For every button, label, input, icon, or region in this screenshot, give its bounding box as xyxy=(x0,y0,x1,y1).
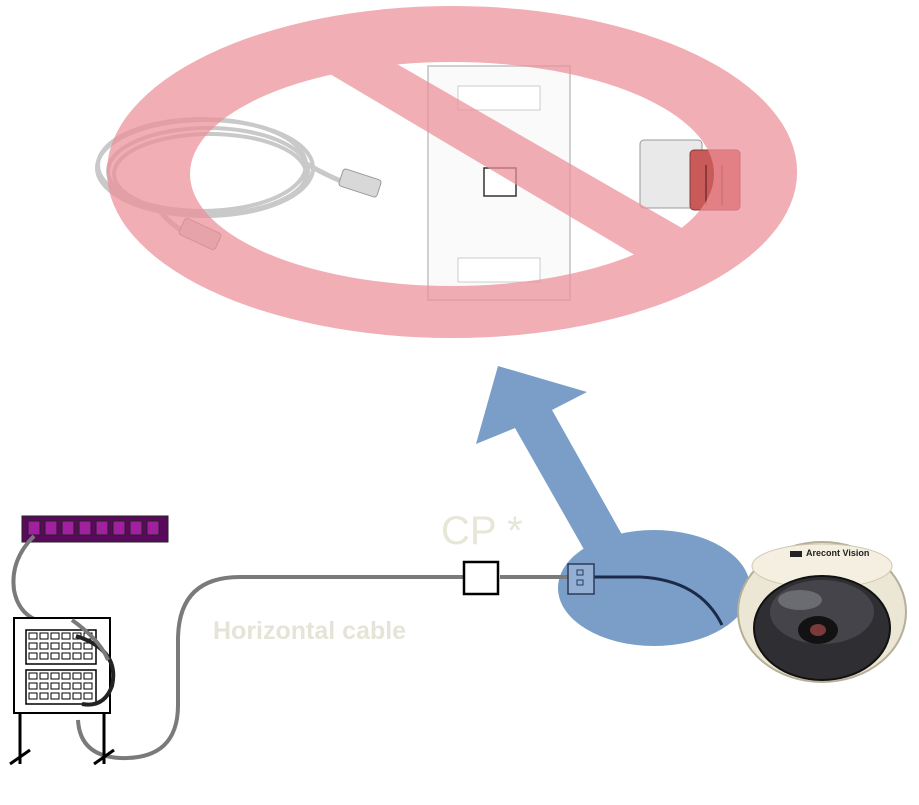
cp-label: CP * xyxy=(441,509,523,553)
horizontal-cable-label: Horizontal cable xyxy=(213,617,407,645)
camera-brand-label: Arecont Vision xyxy=(806,548,870,558)
patch-panel-rack-icon xyxy=(9,617,115,766)
network-switch-icon xyxy=(21,515,169,543)
dome-camera-icon xyxy=(737,541,907,683)
horizontal-cable xyxy=(76,575,578,761)
consolidation-point-icon xyxy=(462,560,500,596)
prohibition-sign-icon xyxy=(106,5,798,338)
outlet-cable xyxy=(592,575,724,626)
outlet-icon xyxy=(567,563,595,595)
redirect-arrow xyxy=(476,366,750,646)
